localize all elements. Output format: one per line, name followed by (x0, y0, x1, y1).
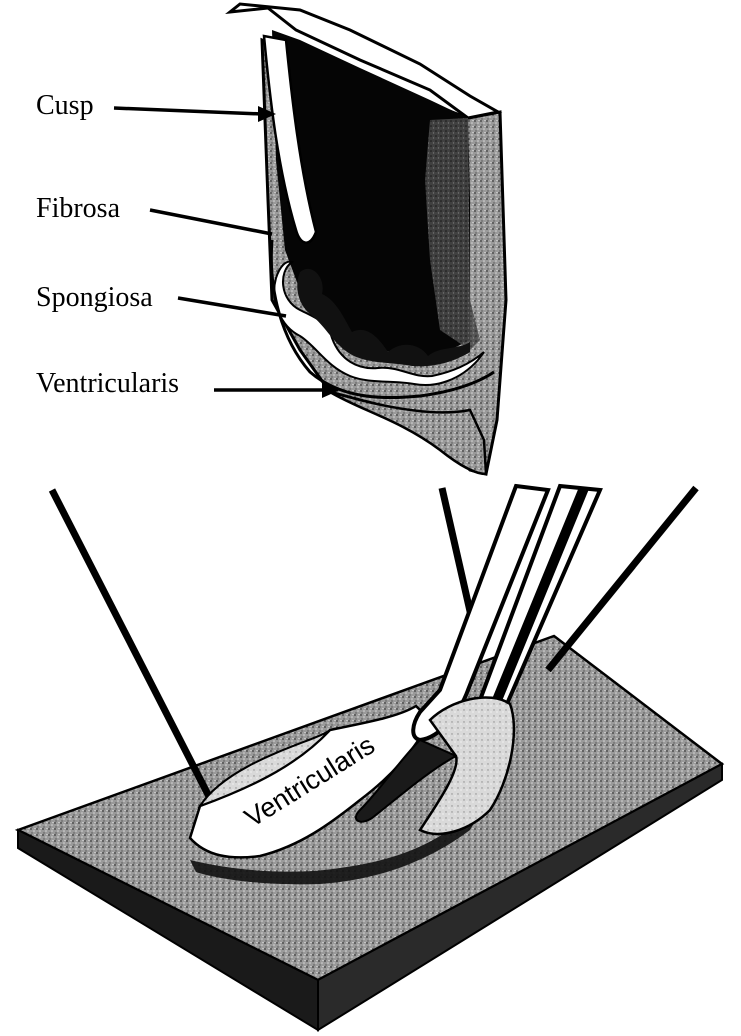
tissue-shadow (190, 780, 500, 885)
wall-tail (329, 390, 488, 476)
leader-fibrosa (149, 208, 273, 236)
label-ventricularis: Ventricularis (36, 368, 179, 399)
forceps-band (483, 486, 589, 724)
arrowhead-ventricularis (322, 382, 340, 398)
label-fibrosa: Fibrosa (36, 193, 121, 224)
cusp-cross-section (225, 2, 508, 476)
pin-middle (438, 487, 476, 621)
top-wall (225, 2, 503, 120)
leader-cusp (113, 106, 263, 116)
ventricularis-layer (269, 239, 495, 400)
dissection-scene: Ventricularis (14, 483, 725, 1032)
spongiosa-lobes (297, 268, 470, 367)
forceps-tip (354, 738, 459, 823)
labels-group: Cusp Fibrosa Spongiosa Ventricularis (36, 90, 340, 399)
pin-right (545, 485, 699, 673)
arrowhead-cusp (258, 106, 276, 122)
tissue-flap (418, 696, 516, 836)
leader-spongiosa (177, 296, 287, 318)
pin-left (48, 488, 224, 820)
label-cusp: Cusp (36, 90, 94, 121)
tissue-fold (197, 729, 331, 808)
cusp-leaflet (262, 34, 318, 244)
sinus-interior (272, 30, 470, 360)
sinus-shading (425, 118, 480, 350)
label-spongiosa: Spongiosa (36, 282, 153, 313)
board-front-right (317, 762, 723, 1032)
